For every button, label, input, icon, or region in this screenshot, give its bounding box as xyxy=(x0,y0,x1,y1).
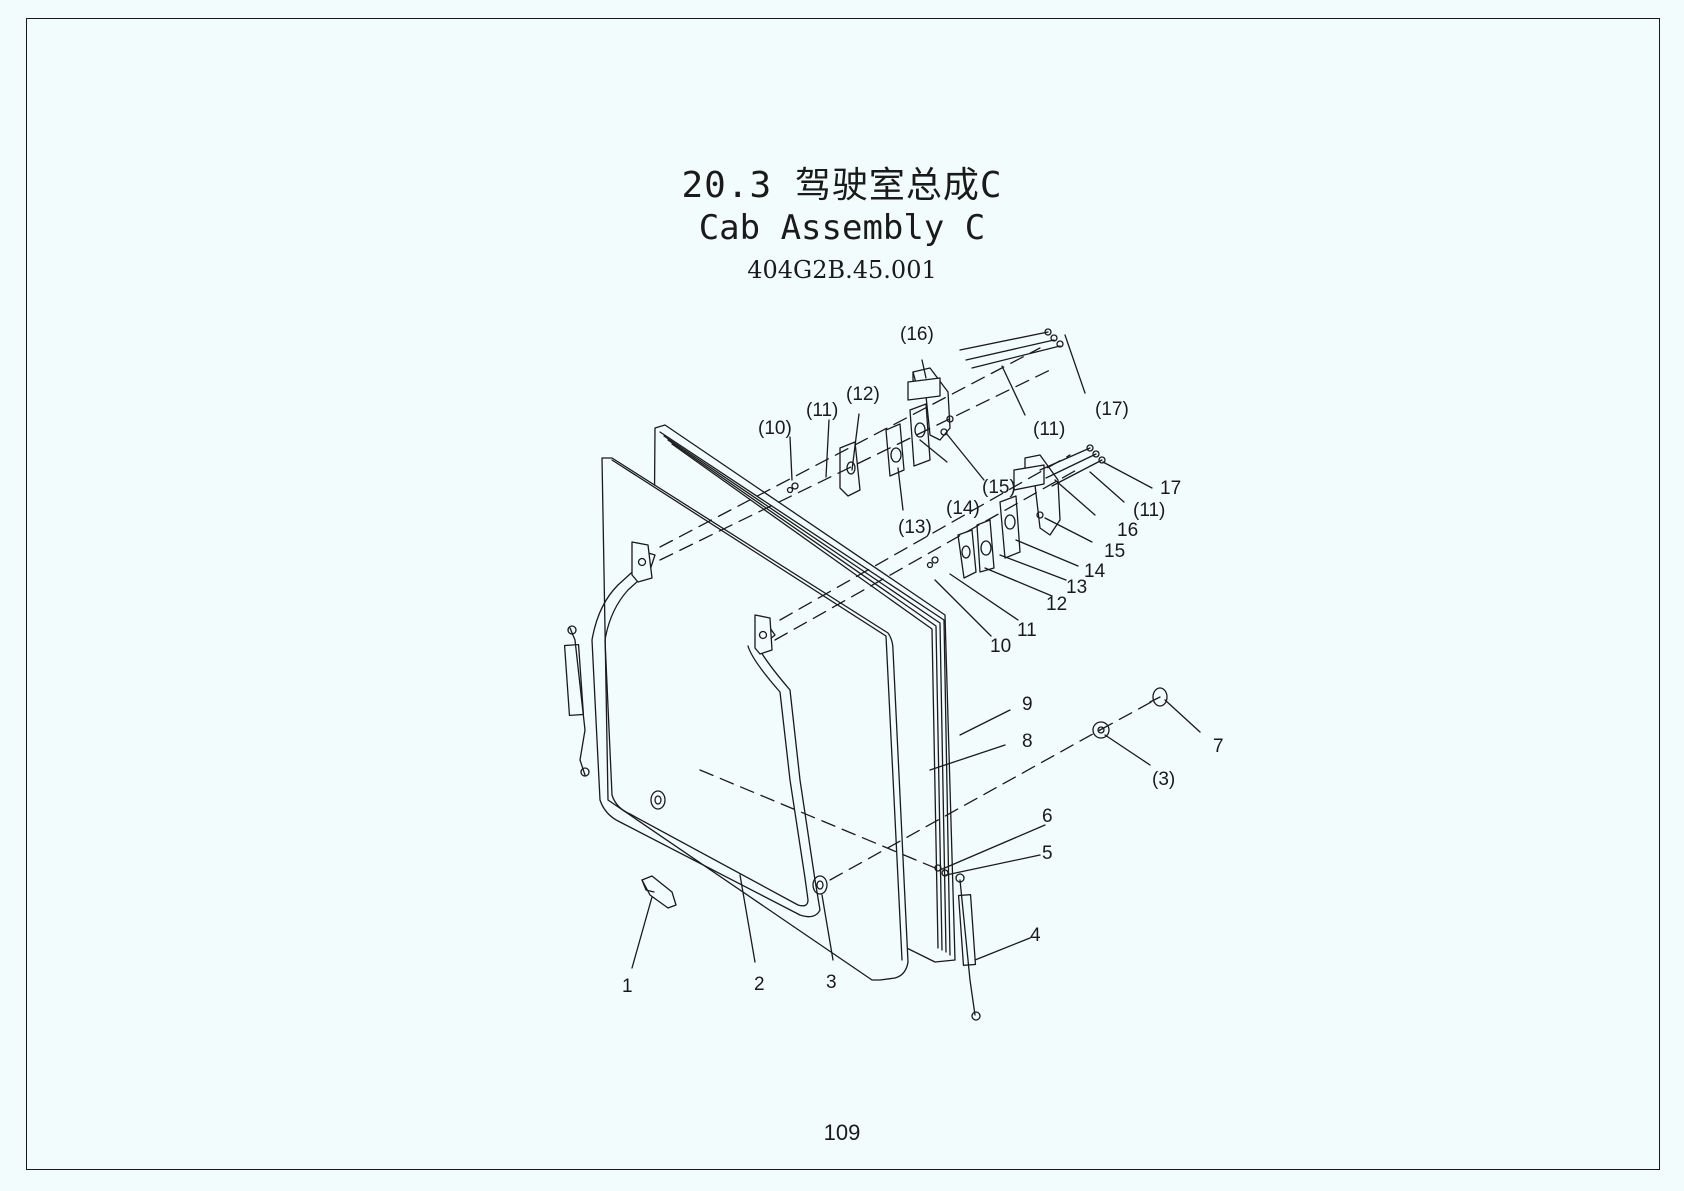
callout-label: (15) xyxy=(982,477,1016,498)
door-glass-panel xyxy=(601,457,909,981)
callout-label: 5 xyxy=(1042,843,1053,864)
callout-labels: (16) (17) (11) (12) (11) (10) (13) (14) … xyxy=(622,324,1224,997)
callout-label: 8 xyxy=(1022,731,1033,752)
gas-strut-right xyxy=(955,873,981,1021)
callout-label: (11) xyxy=(1033,419,1065,440)
callout-label: 16 xyxy=(1117,520,1138,541)
callout-label: 7 xyxy=(1213,736,1224,757)
title-english: Cab Assembly C xyxy=(698,208,986,248)
callout-label: 15 xyxy=(1104,541,1125,562)
gas-strut-left xyxy=(563,625,590,777)
part-number: 404G2B.45.001 xyxy=(747,256,937,284)
callout-label: (11) xyxy=(806,400,838,421)
upper-hinge-group xyxy=(839,367,954,497)
callout-label: (14) xyxy=(946,498,980,519)
callout-label: 14 xyxy=(1084,561,1106,582)
callout-label: 1 xyxy=(622,976,633,997)
callout-label: (13) xyxy=(898,517,932,538)
washers xyxy=(650,687,1168,895)
glass-hinge-tabs xyxy=(631,541,773,655)
assembly-axis-lines xyxy=(659,347,1156,881)
callout-label: 17 xyxy=(1160,478,1181,499)
callout-label: (3) xyxy=(1152,769,1175,790)
bolts xyxy=(786,328,1106,877)
callout-label: 6 xyxy=(1042,806,1053,827)
callout-label: (11) xyxy=(1133,500,1165,521)
callout-label: 12 xyxy=(1046,594,1067,615)
callout-label: 13 xyxy=(1066,577,1087,598)
callout-label: 10 xyxy=(990,636,1011,657)
callout-label: 2 xyxy=(754,974,765,995)
callout-label: 3 xyxy=(826,972,837,993)
callout-label: (12) xyxy=(846,384,880,405)
callout-label: 9 xyxy=(1022,694,1033,715)
title-chinese: 20.3 驾驶室总成C xyxy=(681,165,1003,206)
callout-label: (10) xyxy=(758,418,792,439)
page-border xyxy=(26,18,1660,1170)
leader-lines xyxy=(631,334,1201,969)
page-number: 109 xyxy=(823,1120,861,1145)
callout-label: (17) xyxy=(1095,399,1129,420)
latch-handle xyxy=(641,875,677,909)
callout-label: 4 xyxy=(1030,925,1041,946)
callout-label: (16) xyxy=(900,324,934,345)
callout-label: 11 xyxy=(1017,620,1037,641)
